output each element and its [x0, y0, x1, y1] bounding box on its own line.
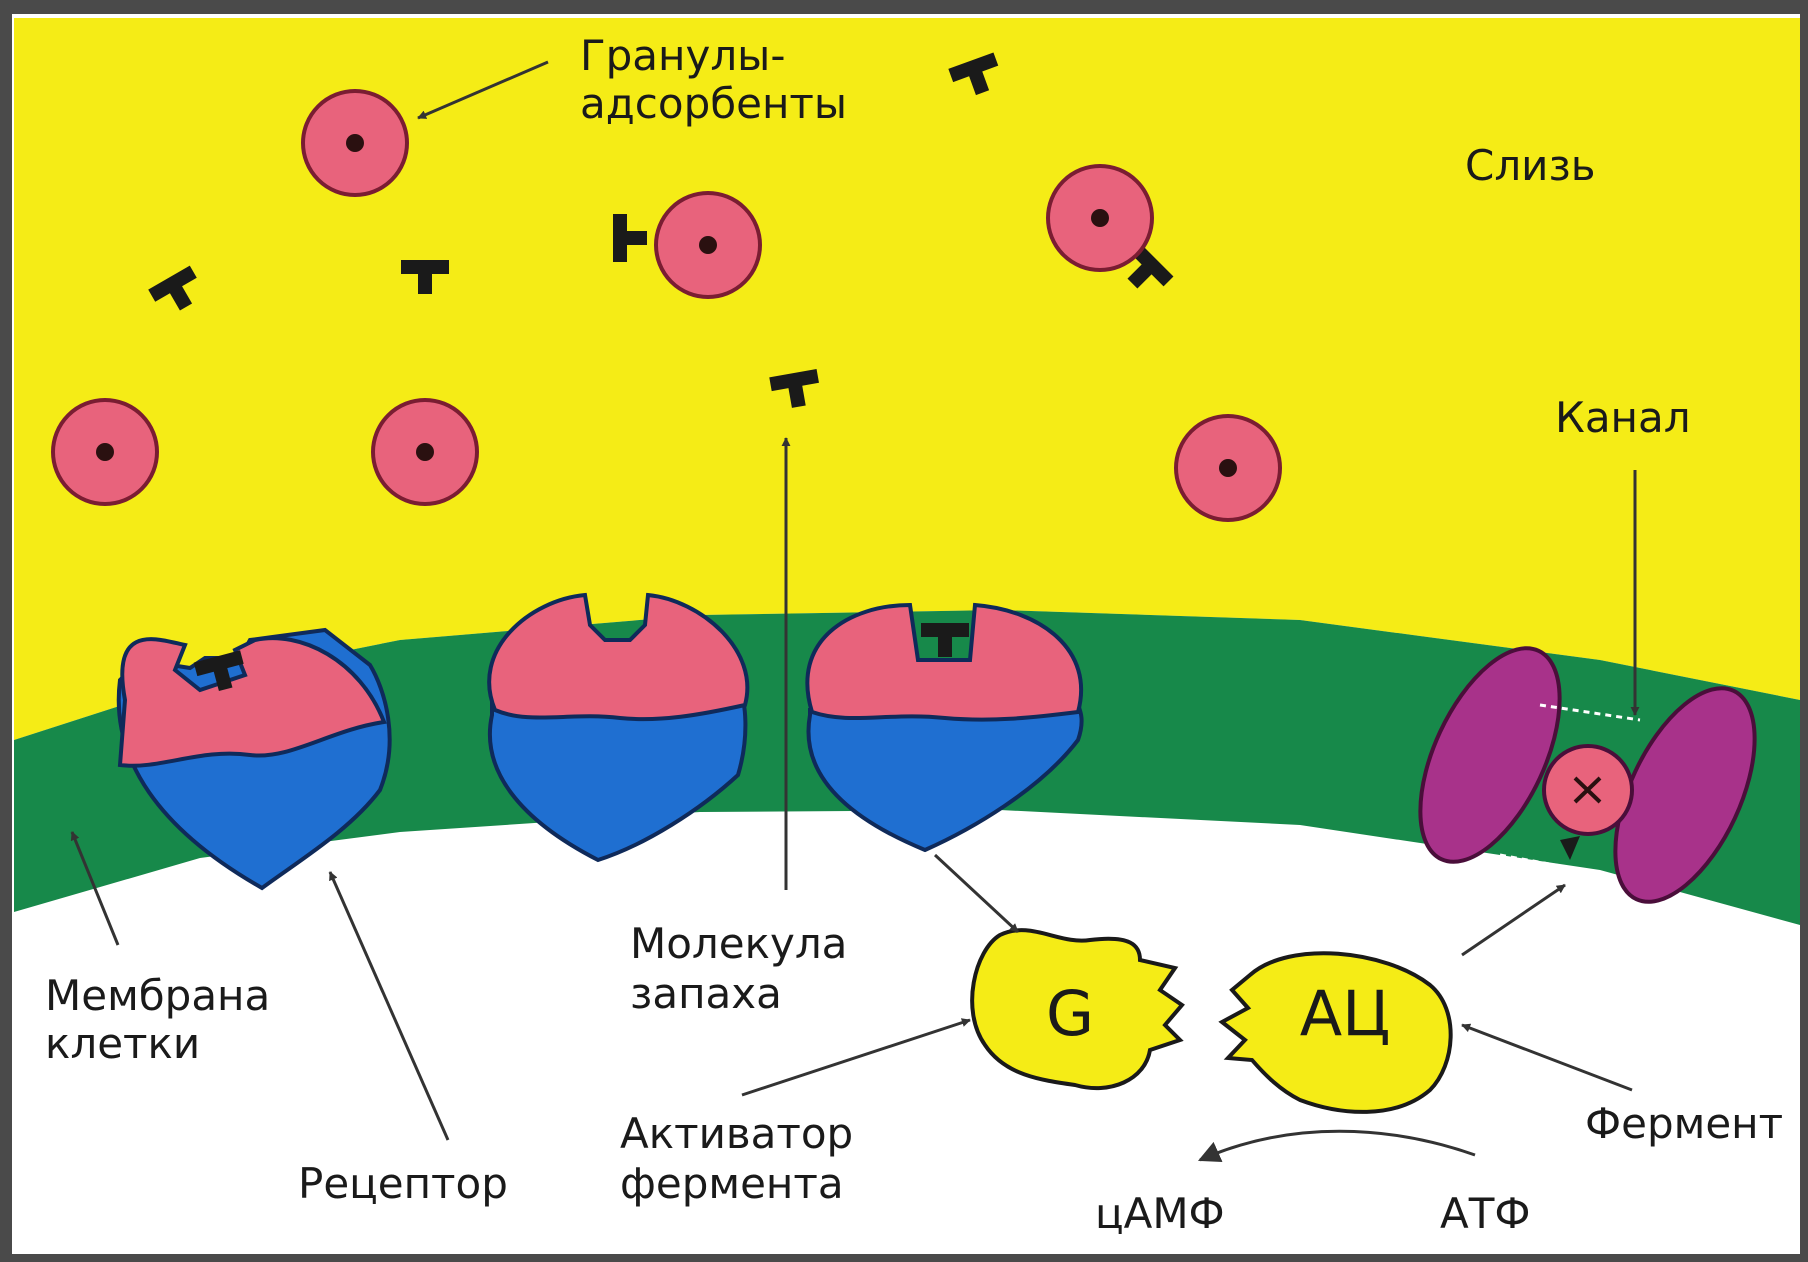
- granules-label-line2: адсорбенты: [580, 79, 847, 128]
- granule-adsorbent: [1176, 416, 1280, 520]
- adenylate-cyclase-label: АЦ: [1300, 977, 1391, 1050]
- odor-molecule-label-line2: запаха: [630, 969, 782, 1018]
- granule-adsorbent: [303, 91, 407, 195]
- channel-label: Канал: [1555, 393, 1691, 442]
- membrane-label-line1: Мембрана: [45, 971, 270, 1020]
- granule-adsorbent: [373, 400, 477, 504]
- receptor-label: Рецептор: [298, 1159, 508, 1208]
- mucus-label: Слизь: [1465, 141, 1596, 190]
- enzyme-activator-label-line1: Активатор: [620, 1109, 853, 1158]
- granule-adsorbent: [53, 400, 157, 504]
- camp-label: цАМФ: [1095, 1189, 1225, 1238]
- enzyme-activator-label-line2: фермента: [620, 1159, 844, 1208]
- atp-label: АТФ: [1440, 1189, 1531, 1238]
- odor-molecule-label-line1: Молекула: [630, 919, 847, 968]
- g-protein-label: G: [1046, 977, 1094, 1050]
- granules-label-line1: Гранулы-: [580, 31, 786, 80]
- membrane-label-line2: клетки: [45, 1019, 200, 1068]
- enzyme-label: Фермент: [1585, 1099, 1783, 1148]
